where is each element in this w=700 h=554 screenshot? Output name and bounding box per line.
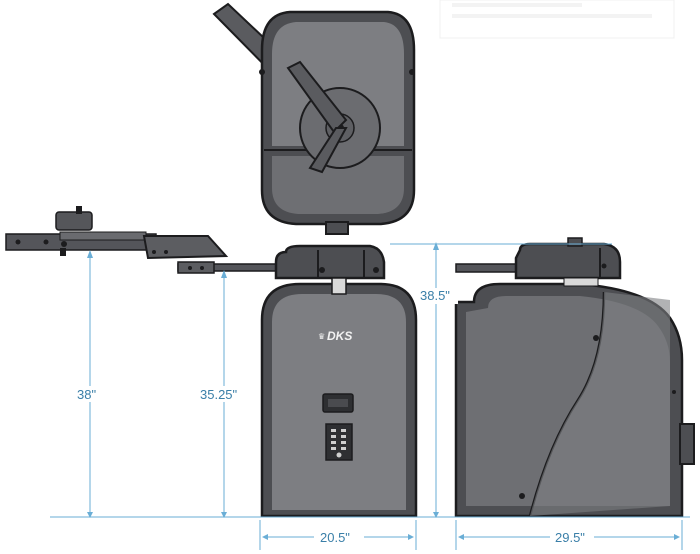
crown-icon: ♛ xyxy=(318,332,325,341)
side-view-head xyxy=(514,242,622,280)
dim-total-height: 38.5" xyxy=(420,288,450,303)
dim-side-depth: 29.5" xyxy=(555,530,585,545)
dks-logo: DKS ♛ xyxy=(318,329,352,343)
front-view-head xyxy=(274,244,386,280)
faded-label-box xyxy=(439,0,675,39)
dim-front-height: 35.25" xyxy=(200,387,238,402)
dim-front-width: 20.5" xyxy=(320,530,350,545)
top-view xyxy=(212,2,416,235)
front-view: DKS ♛ xyxy=(260,244,418,518)
arm-assembly xyxy=(5,206,279,274)
keypad xyxy=(325,423,353,461)
side-view xyxy=(454,237,695,518)
side-view-back-box xyxy=(679,423,695,465)
dim-arm-height: 38" xyxy=(77,387,96,402)
logo-text: DKS xyxy=(327,329,352,343)
